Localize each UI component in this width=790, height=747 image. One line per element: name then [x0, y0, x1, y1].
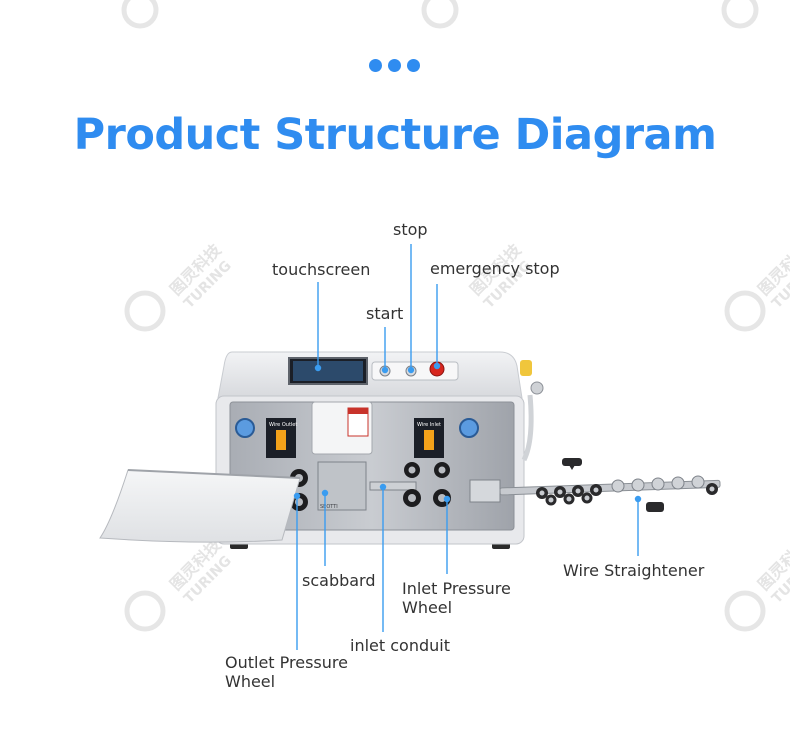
watermark-logo-icon [724, 290, 766, 332]
air-hose [521, 394, 534, 462]
decorative-dots [369, 59, 421, 73]
label-scabbard: scabbard [302, 571, 376, 590]
label-outlet-pressure-wheel-line2: Wheel [225, 672, 276, 691]
wire-outlet-window [276, 430, 286, 450]
label-inlet-conduit: inlet conduit [350, 636, 450, 655]
label-wire-straightener: Wire Straightener [563, 561, 705, 580]
label-emergency-stop: emergency stop [430, 259, 560, 278]
label-inlet-pressure-wheel: Inlet Pressure Wheel [402, 579, 511, 617]
watermark-logo-icon [124, 590, 166, 632]
exit-tray-rim [127, 469, 301, 479]
watermark-text: 图灵科技 TURING [166, 535, 235, 607]
inlet-pressure-wheels [403, 462, 451, 507]
left-adjust-knob [235, 418, 255, 438]
wire-inlet-window [424, 430, 434, 450]
watermark-logo-icon [421, 0, 459, 29]
watermark-text: 图灵科技 TURING [754, 535, 790, 607]
warning-label-band [348, 408, 368, 414]
watermark-logo-icon [124, 290, 166, 332]
leader-lines [293, 244, 642, 650]
dot [407, 59, 420, 72]
touchscreen-glass [293, 361, 363, 381]
wire-straightener [499, 458, 721, 512]
cutter-housing [317, 461, 367, 511]
label-start: start [366, 304, 404, 323]
label-outlet-pressure-wheel-line1: Outlet Pressure [225, 653, 348, 672]
watermark-text: 图灵科技 TURING [166, 240, 235, 312]
label-outlet-pressure-wheel: Outlet Pressure Wheel [225, 653, 348, 691]
label-stop: stop [393, 220, 428, 239]
label-touchscreen: touchscreen [272, 260, 371, 279]
machine-top-case [217, 351, 523, 399]
dot [369, 59, 382, 72]
side-connector [520, 360, 532, 376]
wire-inlet-text: Wire Inlet [417, 422, 441, 428]
page-title: Product Structure Diagram [73, 110, 717, 160]
watermark-logo-icon [121, 0, 159, 29]
side-port [530, 381, 544, 395]
exit-tray [99, 469, 301, 543]
plate-text: SEOTTI [320, 504, 338, 510]
label-inlet-pressure-wheel-line1: Inlet Pressure [402, 579, 511, 598]
inlet-conduit [369, 481, 417, 491]
watermark-logo-icon [724, 590, 766, 632]
label-inlet-pressure-wheel-line2: Wheel [402, 598, 453, 617]
watermark-logo-icon [721, 0, 759, 29]
right-adjust-knob [459, 418, 479, 438]
inlet-guide-block [469, 479, 501, 503]
dot [388, 59, 401, 72]
watermark-text: 图灵科技 TURING [754, 240, 790, 312]
watermark-text: 图灵科技 TURING [466, 240, 535, 312]
wire-outlet-text: Wire Outlet [269, 422, 297, 428]
